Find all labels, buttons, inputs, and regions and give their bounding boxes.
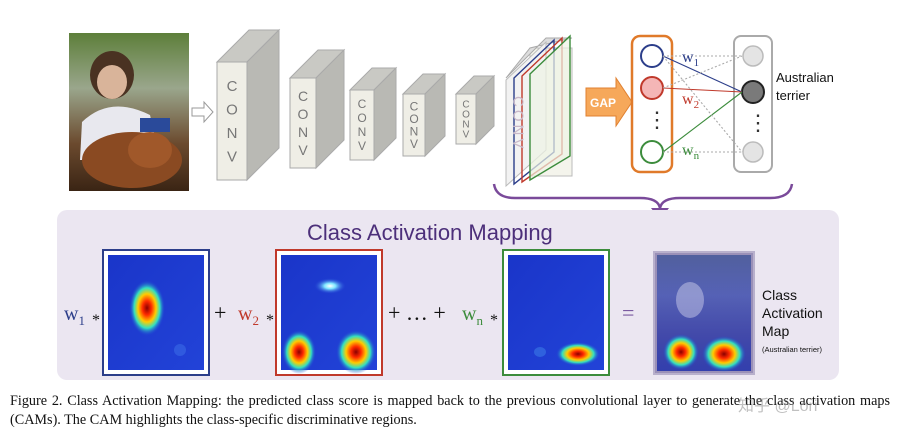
eq-plus-1: + xyxy=(214,300,226,325)
result-label-line3: Map xyxy=(762,323,789,339)
output-dots: ⋮ xyxy=(747,110,769,135)
conv-label-char: O xyxy=(298,106,309,122)
conv-label-char: C xyxy=(227,78,238,95)
result-cam xyxy=(653,251,755,375)
eq-wn: wn xyxy=(462,303,483,328)
weight-connections xyxy=(662,55,743,153)
heatmap-2 xyxy=(275,249,383,376)
conv-label-char: C xyxy=(298,88,308,104)
conv-label-char: N xyxy=(227,125,238,142)
eq-w2: w2 xyxy=(238,303,259,328)
input-photo xyxy=(69,33,189,191)
cam-panel xyxy=(57,210,839,380)
weight-labels: w1 w2 wn xyxy=(682,49,700,162)
conv-label-char: V xyxy=(463,130,470,141)
weight-label-n: wn xyxy=(682,142,700,162)
gap-node-1 xyxy=(640,44,664,68)
gap-node-2 xyxy=(640,76,664,100)
output-node-active xyxy=(741,80,765,104)
figure-caption: Figure 2. Class Activation Mapping: the … xyxy=(10,393,890,428)
gap-dots: ⋮ xyxy=(646,107,668,132)
conv-label-char: C xyxy=(462,100,469,111)
result-sublabel: (Australian terrier) xyxy=(762,345,823,354)
output-label-line1: Australian xyxy=(776,70,834,85)
eq-ellipsis: + … + xyxy=(388,300,446,325)
result-label-line2: Activation xyxy=(762,305,823,321)
conv-label-char: N xyxy=(410,124,419,138)
feature-maps-stack: CONV xyxy=(505,34,573,188)
eq-star-2: * xyxy=(266,312,274,329)
gap-label: GAP xyxy=(590,96,616,110)
output-node-column: ⋮ xyxy=(733,35,773,173)
conv-block-2: CONV xyxy=(288,48,346,170)
conv-label-char: O xyxy=(226,101,238,118)
result-label-line1: Class xyxy=(762,287,797,303)
eq-equals: = xyxy=(622,300,634,325)
gap-node-column: ⋮ xyxy=(630,34,674,174)
conv-block-3: CONV xyxy=(348,66,398,162)
weight-label-2: w2 xyxy=(682,91,699,111)
conv-label-char: V xyxy=(410,137,418,151)
conv-block-5: CONV xyxy=(454,74,496,146)
conv-label-char: N xyxy=(298,124,308,140)
conv-label-char: O xyxy=(462,110,470,121)
conv-label-char: V xyxy=(298,142,308,158)
conv-label-char: O xyxy=(357,111,366,125)
output-label-line2: terrier xyxy=(776,88,811,103)
heatmap-n xyxy=(502,249,610,376)
conv-label-char: N xyxy=(358,125,367,139)
eq-w1: w1 xyxy=(64,303,85,328)
gap-node-n xyxy=(640,140,664,164)
conv-block-4: CONV xyxy=(401,72,447,158)
conv-block-1: CONV xyxy=(215,28,281,182)
conv-label-char: N xyxy=(462,120,469,131)
eq-star-1: * xyxy=(92,312,100,329)
input-arrow xyxy=(191,100,214,124)
conv-label-char: V xyxy=(227,149,237,166)
conv-label-last: CONV xyxy=(510,96,527,151)
weight-label-1: w1 xyxy=(682,49,699,69)
conv-label-char: C xyxy=(410,100,419,114)
heatmap-1 xyxy=(102,249,210,376)
conv-label-char: V xyxy=(358,139,366,153)
gap-arrow: GAP xyxy=(585,76,633,128)
conv-label-char: C xyxy=(358,97,367,111)
cam-title: Class Activation Mapping xyxy=(307,220,553,245)
conv-label-char: O xyxy=(409,112,418,126)
eq-star-n: * xyxy=(490,312,498,329)
